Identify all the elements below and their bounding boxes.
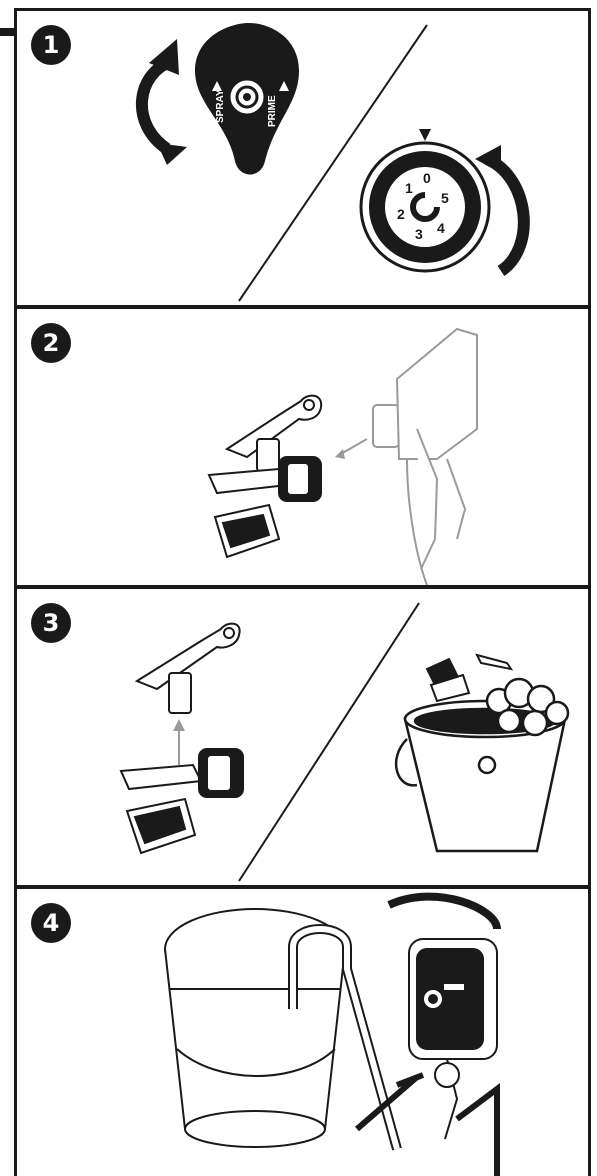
dial-indicator-icon [419, 129, 431, 141]
dial-number-4: 4 [437, 220, 445, 236]
dial-number-5: 5 [441, 190, 449, 206]
dial-number-1: 1 [405, 180, 413, 196]
step-4-illustration [17, 889, 588, 1176]
rotate-ccw-arrow-icon [142, 61, 172, 149]
rotate-cw-arrow-icon [487, 159, 524, 271]
tip-guard-icon [121, 749, 243, 853]
spray-gun-icon [373, 329, 477, 585]
dial-number-0: 0 [423, 170, 431, 186]
step-3-panel: 3 [14, 586, 591, 888]
pressure-dial: 0 1 2 3 4 5 [361, 129, 489, 271]
spray-label: SPRAY [215, 89, 226, 123]
step-4-panel: 4 [14, 886, 591, 1176]
tip-guard-icon [209, 457, 321, 557]
prime-spray-knob: SPRAY PRIME [195, 23, 299, 175]
spray-tip-key-icon [137, 624, 240, 713]
paint-bucket-icon [165, 909, 345, 1147]
divider-line [239, 603, 419, 881]
step-3-illustration [17, 589, 588, 885]
step-1-panel: 1 SPRAY PRIME 0 1 2 3 4 [14, 8, 591, 308]
step-2-panel: 2 [14, 306, 591, 588]
cleaning-bucket-icon [396, 679, 568, 851]
sprayer-unit-icon [357, 897, 497, 1176]
step-2-illustration [17, 309, 588, 585]
dial-number-2: 2 [397, 206, 405, 222]
step-1-illustration: SPRAY PRIME 0 1 2 3 4 5 [17, 11, 588, 305]
dial-number-3: 3 [415, 226, 423, 242]
prime-label: PRIME [267, 95, 278, 127]
